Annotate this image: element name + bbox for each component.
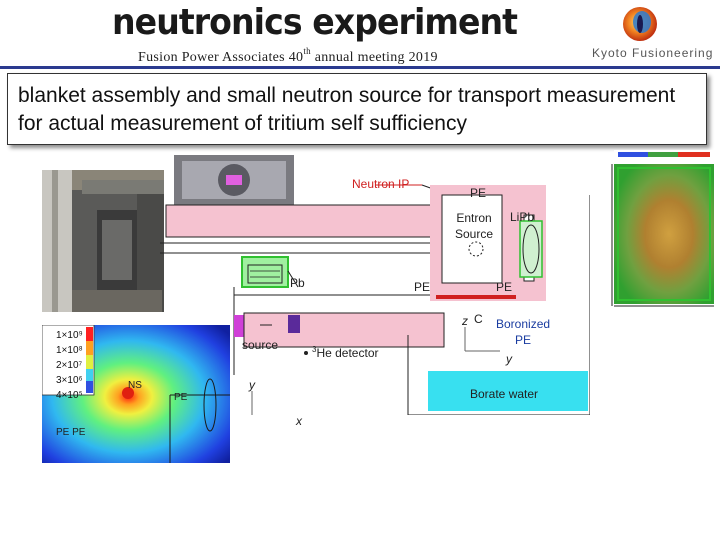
flux-map xyxy=(42,325,230,463)
axis-c-label: C xyxy=(474,312,483,326)
pe-right-label: PE xyxy=(496,280,513,294)
flux-pe-label: PE xyxy=(174,392,188,403)
flux-legend-5: 4×10⁵ xyxy=(56,390,83,401)
slide-title: neutronics experiment xyxy=(112,2,518,43)
banner-text: blanket assembly and small neutron sourc… xyxy=(18,84,676,135)
borate-water-label: Borate water xyxy=(470,387,539,401)
subtitle-ordinal: th xyxy=(303,46,311,56)
flux-legend-1: 1×10⁹ xyxy=(56,330,83,341)
flux-ns-label: NS xyxy=(128,380,142,391)
he3-detector-label: 3He detector xyxy=(312,345,379,360)
pe-top-label: PE xyxy=(470,186,487,200)
flux-legend-4: 3×10⁶ xyxy=(56,375,83,386)
banner: blanket assembly and small neutron sourc… xyxy=(7,73,707,145)
entron-source-label: Entron Source xyxy=(455,211,494,241)
flux-legend-3: 2×10⁷ xyxy=(56,360,83,371)
logo-text: Kyoto Fusioneering xyxy=(592,46,714,60)
neutron-ip-label: Neutron IP xyxy=(352,177,410,191)
boronized-pe-label: Boronized PE xyxy=(496,317,551,347)
distribution-map xyxy=(611,150,720,307)
flux-pe-pe-label: PE PE xyxy=(56,427,86,438)
source-label: source xyxy=(242,338,279,352)
flux-legend: 1×10⁹ 1×10⁸ 2×10⁷ 3×10⁶ 4×10⁵ xyxy=(56,328,83,403)
pb-label: Pb xyxy=(290,276,305,290)
kyoto-fusioneering-logo xyxy=(623,7,657,41)
pe-mid-label: PE xyxy=(414,280,431,294)
assembly-photo xyxy=(42,170,164,312)
axis-y-right-label: y xyxy=(506,352,512,366)
setup-diagram xyxy=(160,155,590,415)
he3-superscript: 3 xyxy=(312,345,317,354)
subtitle-suffix: annual meeting 2019 xyxy=(310,50,438,65)
lipb-label: LiPb xyxy=(510,210,535,224)
axis-y-label: y xyxy=(249,378,255,392)
he3-detector-text: He detector xyxy=(316,346,379,360)
slide-subtitle: Fusion Power Associates 40th annual meet… xyxy=(138,46,438,66)
subtitle-prefix: Fusion Power Associates 40 xyxy=(138,50,304,65)
flux-legend-2: 1×10⁸ xyxy=(56,345,83,356)
axis-z-label: z xyxy=(462,314,468,328)
title-rule xyxy=(0,66,720,69)
axis-x-label: x xyxy=(296,414,302,428)
